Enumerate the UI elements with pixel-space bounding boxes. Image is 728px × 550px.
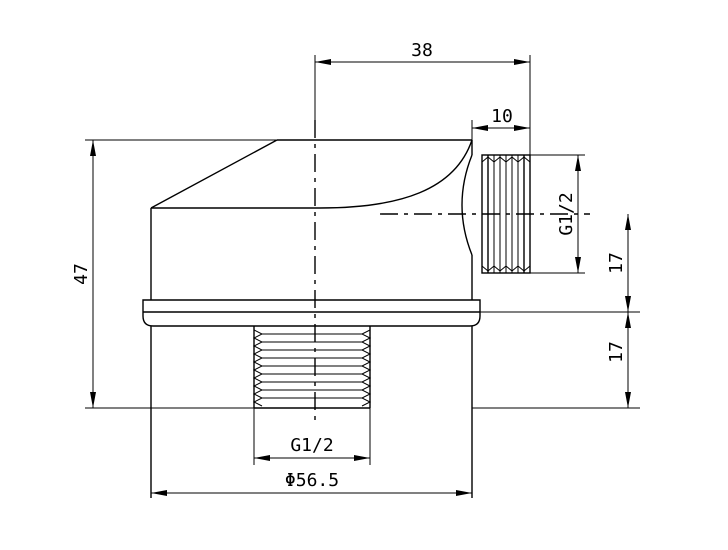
dim-47-label: 47	[71, 263, 92, 285]
dim-diameter: Φ56.5	[151, 470, 472, 496]
dim-17-lower-label: 17	[606, 341, 627, 363]
dim-diameter-label: Φ56.5	[285, 470, 339, 491]
dim-38: 38	[314, 40, 531, 155]
dim-bottom-thread: G1/2	[253, 408, 371, 465]
dim-17-upper-label: 17	[606, 252, 627, 274]
dim-bottom-thread-label: G1/2	[290, 435, 333, 456]
dim-17-upper: 17	[480, 214, 640, 313]
dim-side-thread: G1/2	[530, 154, 585, 274]
dim-10-label: 10	[491, 106, 513, 127]
dim-10: 10	[471, 106, 530, 140]
flange	[142, 299, 481, 498]
dim-side-thread-label: G1/2	[556, 192, 577, 235]
dim-17-lower: 17	[472, 312, 640, 409]
dim-47: 47	[71, 139, 277, 409]
dim-38-label: 38	[411, 40, 433, 61]
bottom-thread	[252, 326, 372, 409]
fitting-body	[150, 139, 473, 300]
